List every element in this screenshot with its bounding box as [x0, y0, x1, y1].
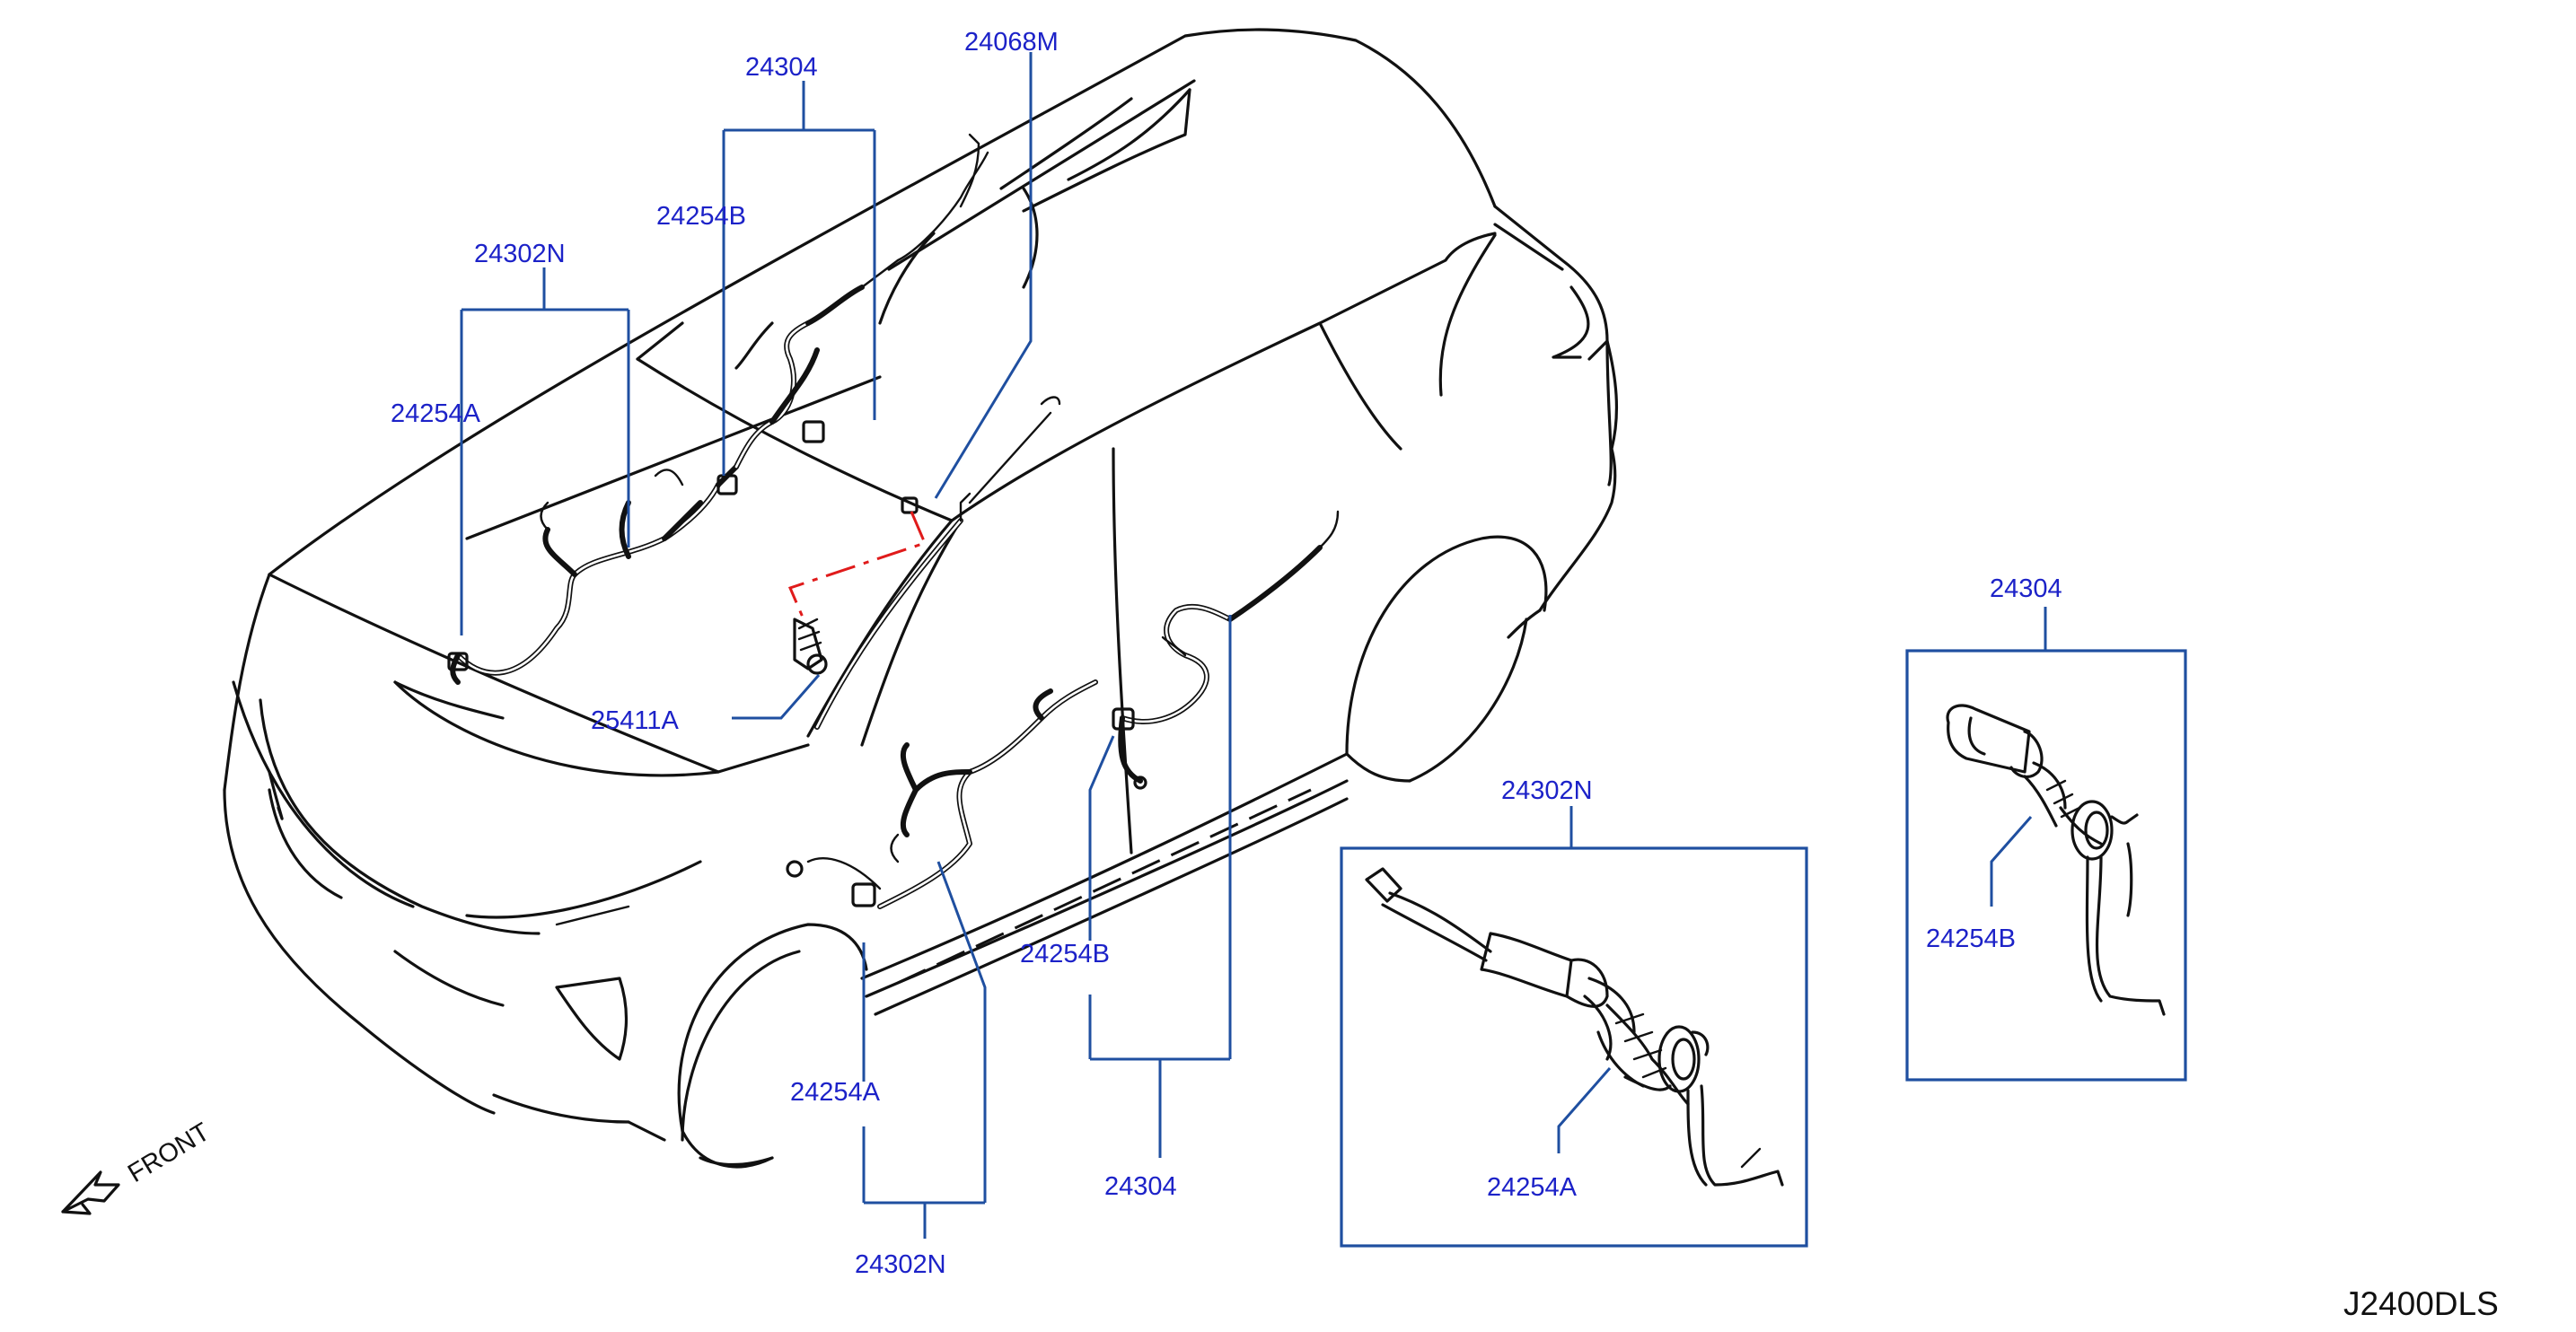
connectors — [447, 420, 1147, 907]
red-guide-line — [787, 511, 928, 620]
label-24302N-top: 24302N — [474, 240, 566, 268]
diagram-code: J2400DLS — [2343, 1285, 2499, 1322]
label-24254B-inset: 24254B — [1926, 925, 2016, 953]
front-label: FRONT — [123, 1117, 215, 1188]
label-24068M: 24068M — [964, 28, 1059, 57]
label-24254B-top: 24254B — [656, 202, 746, 231]
front-arrow — [61, 1170, 120, 1215]
label-24254A-inset: 24254A — [1487, 1173, 1578, 1202]
harness-a-pillar — [814, 396, 1061, 730]
label-24302N-bottom: 24302N — [855, 1250, 946, 1279]
vehicle-outline — [223, 28, 1619, 1169]
inset-24302N — [1340, 806, 1808, 1248]
switch-25411A — [793, 618, 828, 675]
label-24254B-mid: 24254B — [1020, 940, 1110, 968]
label-24254A-bottom: 24254A — [790, 1078, 881, 1107]
leader-lines — [460, 52, 1232, 1239]
label-24302N-inset: 24302N — [1501, 776, 1593, 805]
harness-rear-door-left — [734, 133, 989, 469]
label-25411A: 25411A — [591, 706, 679, 735]
label-24304-bottom: 24304 — [1104, 1172, 1177, 1201]
label-24254A-top: 24254A — [391, 399, 481, 428]
label-24304-top: 24304 — [745, 53, 818, 82]
harness-front-door-right — [806, 679, 1098, 909]
harness-front-door-left — [450, 464, 739, 685]
inset-24304 — [1905, 607, 2187, 1082]
label-24304-inset: 24304 — [1990, 574, 2062, 603]
